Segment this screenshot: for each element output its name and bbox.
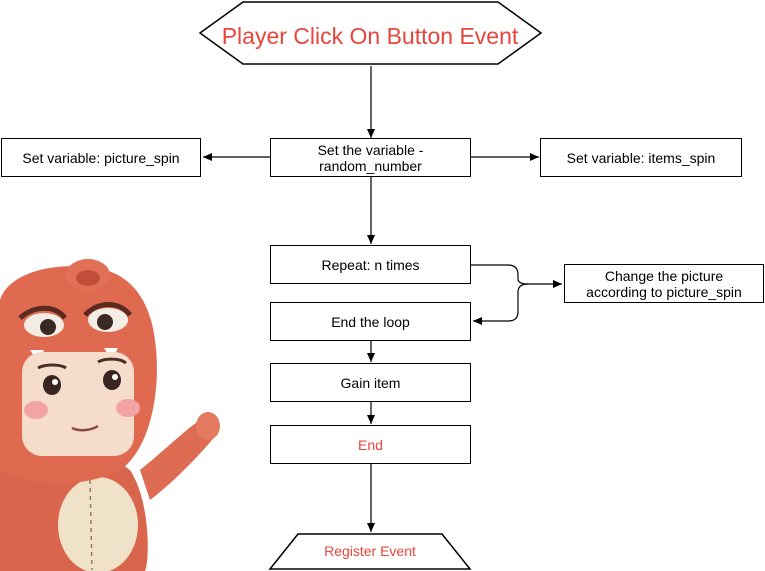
register-event-label: Register Event bbox=[324, 543, 416, 559]
arrow-repeat-to-change-picture bbox=[471, 264, 562, 288]
repeat-node: Repeat: n times bbox=[270, 245, 471, 284]
bear-character-illustration bbox=[0, 259, 220, 571]
set-random-number-node: Set the variable - random_number bbox=[270, 138, 471, 177]
start-event-label: Player Click On Button Event bbox=[221, 22, 519, 49]
arrow-change-picture-to-end-loop bbox=[473, 283, 529, 325]
gain-item-node: Gain item bbox=[270, 363, 471, 402]
register-event-shape bbox=[268, 533, 472, 570]
start-event-shape bbox=[198, 1, 543, 65]
end-loop-node: End the loop bbox=[270, 302, 471, 341]
set-picture-spin-node: Set variable: picture_spin bbox=[1, 138, 201, 177]
set-items-spin-node: Set variable: items_spin bbox=[540, 138, 742, 177]
connectors bbox=[203, 66, 562, 532]
change-picture-node: Change the picture according to picture_… bbox=[564, 264, 764, 303]
end-node: End bbox=[270, 425, 471, 464]
